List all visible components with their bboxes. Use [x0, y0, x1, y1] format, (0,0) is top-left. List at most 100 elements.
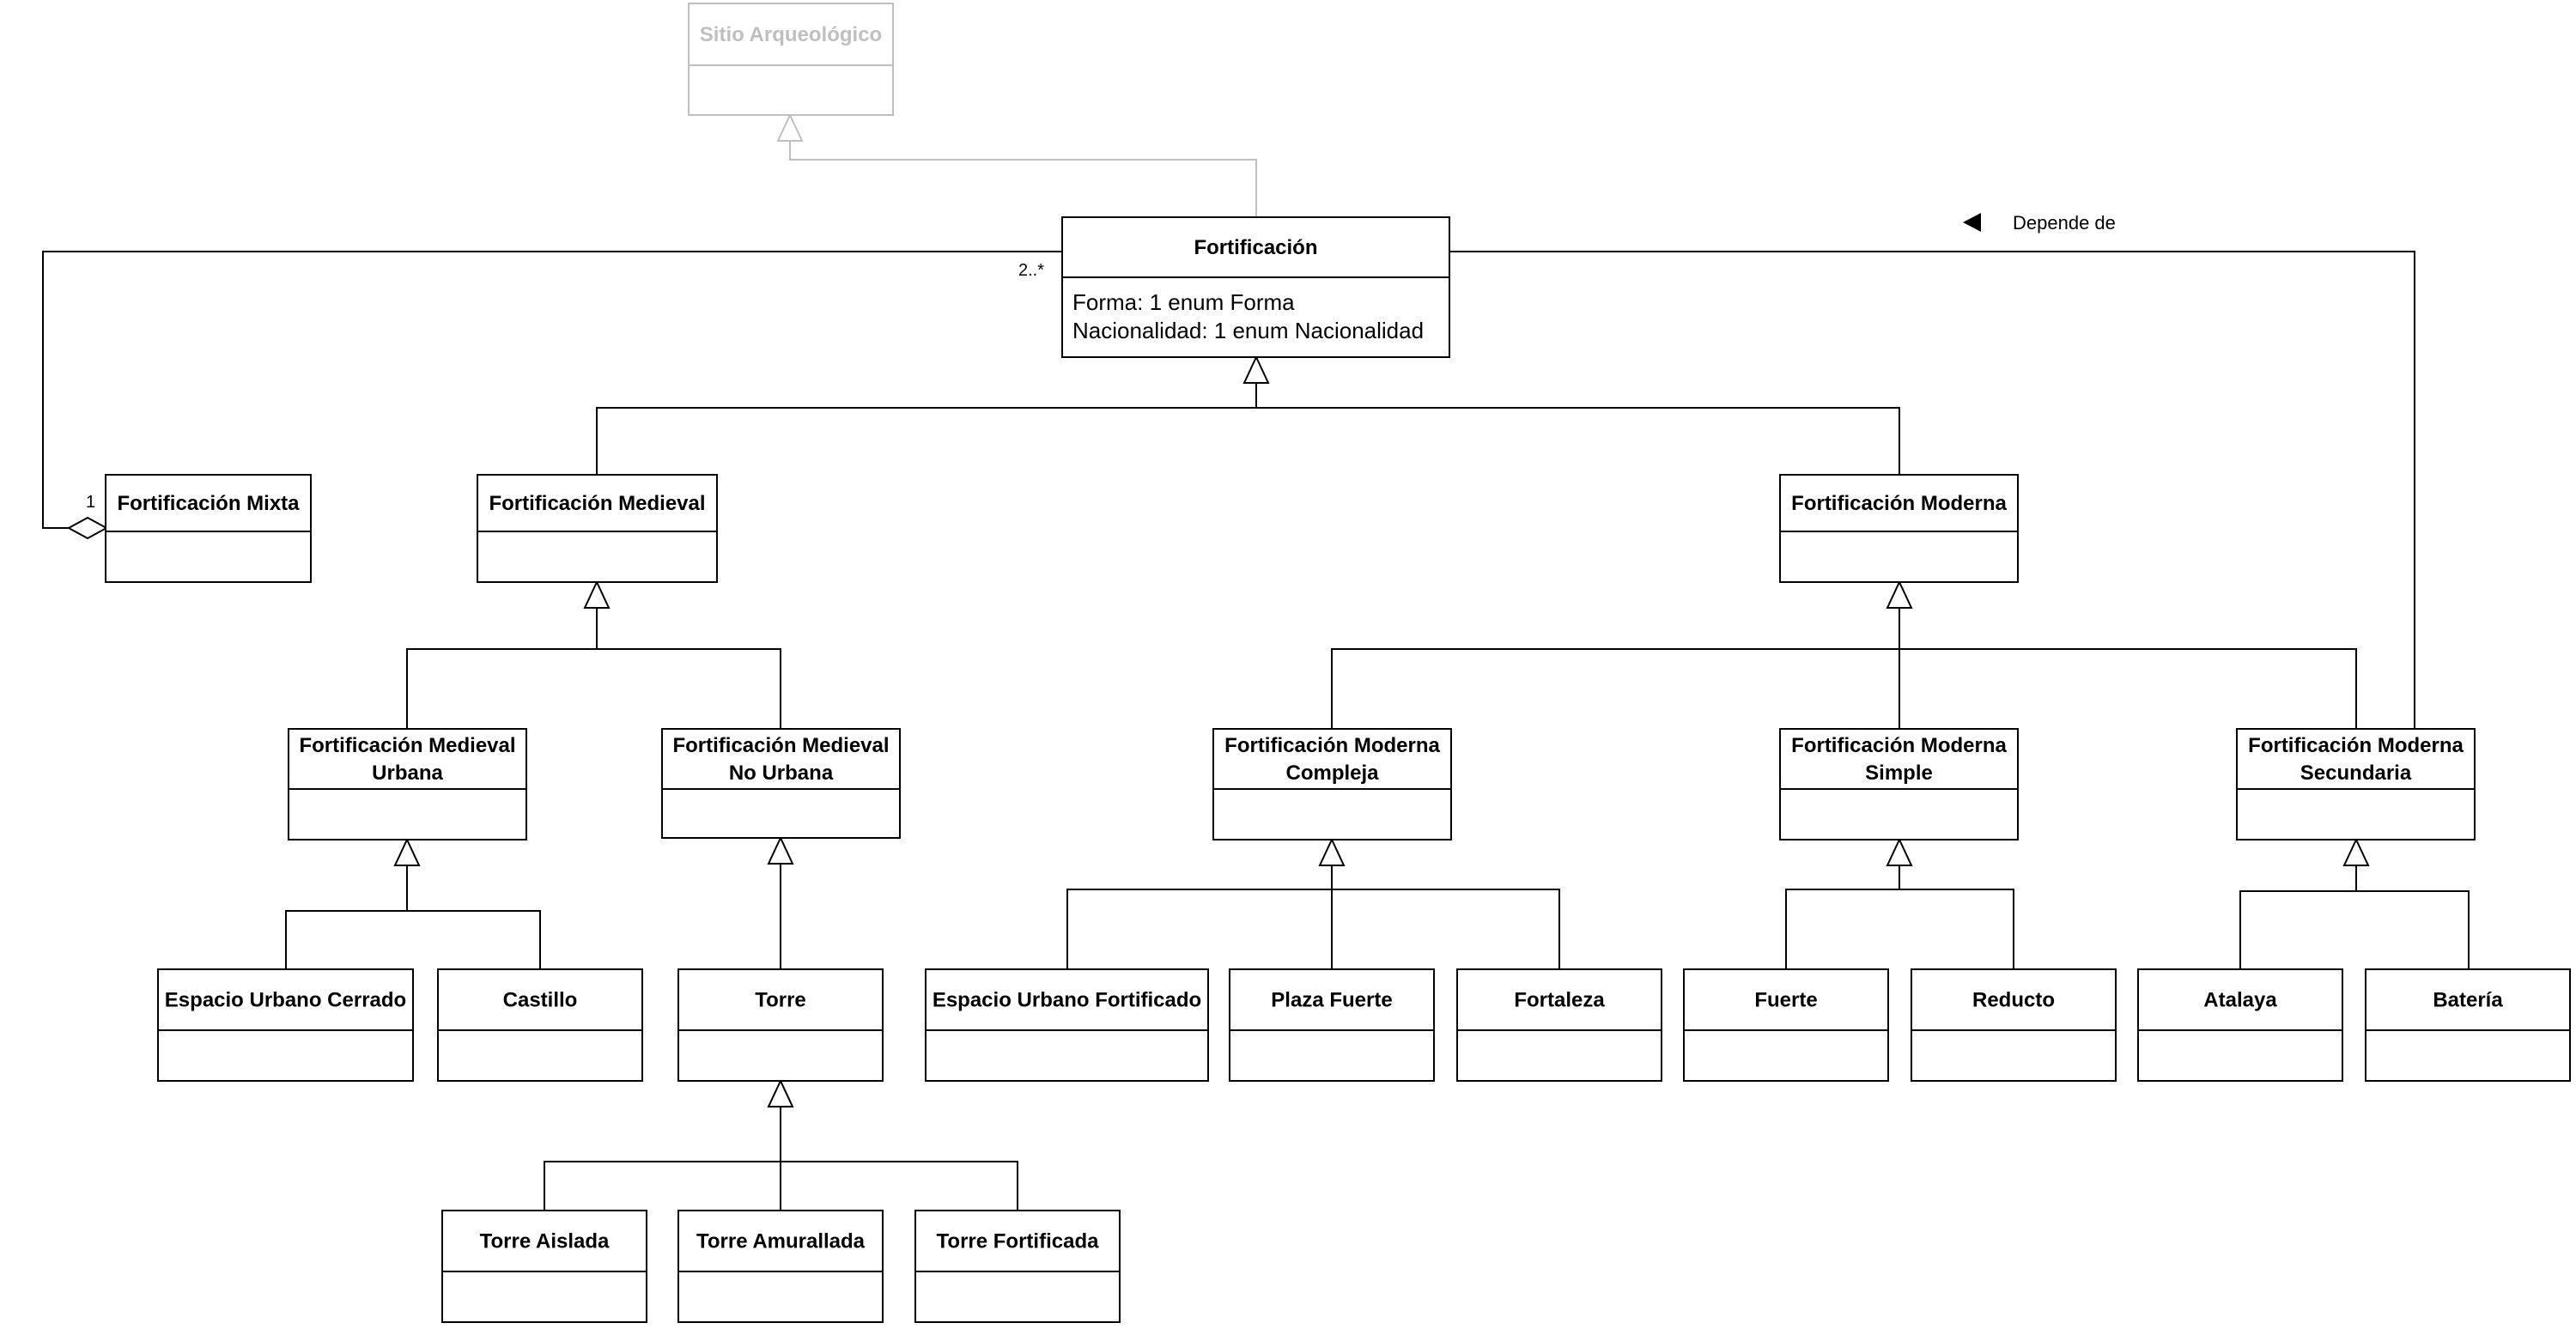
class-box	[661, 728, 901, 839]
class-name: Compleja	[1285, 762, 1379, 785]
class-name: Batería	[2433, 989, 2503, 1012]
class-name: Espacio Urbano Fortificado	[933, 989, 1201, 1012]
class-name: Torre Aislada	[480, 1230, 610, 1253]
aggregation-diamond	[66, 516, 109, 540]
class-name: Torre	[755, 989, 806, 1012]
class-box	[925, 968, 1209, 1082]
association-line	[1449, 251, 2415, 729]
class-box	[2365, 968, 2571, 1082]
class-fortificacion-medieval[interactable]: Fortificación Medieval	[477, 474, 718, 583]
generalization-secundaria	[2239, 865, 2470, 969]
generalization-torre	[544, 1107, 1018, 1211]
class-box	[441, 1210, 647, 1323]
class-atalaya[interactable]: Atalaya	[2137, 968, 2343, 1082]
generalization-arrowhead	[1886, 580, 1913, 609]
class-box	[1911, 968, 2117, 1082]
generalization-fortificacion	[596, 383, 1900, 475]
class-attribute: Forma: 1 enum Forma	[1072, 289, 1295, 315]
class-name: Fortificación Moderna	[1791, 734, 2007, 757]
class-box	[1779, 728, 2019, 840]
connectors	[42, 112, 2470, 1211]
class-box	[677, 1210, 884, 1323]
class-box	[677, 968, 884, 1082]
association-label: Depende de	[2013, 212, 2116, 234]
class-box	[288, 728, 527, 840]
class-box	[437, 968, 643, 1082]
class-medieval-no-urbana[interactable]: Fortificación Medieval No Urbana	[661, 728, 901, 839]
class-box	[688, 3, 894, 116]
generalization-arrowhead	[1886, 837, 1913, 866]
realization-arrowhead	[776, 112, 804, 142]
class-castillo[interactable]: Castillo	[437, 968, 643, 1082]
class-fuerte[interactable]: Fuerte	[1683, 968, 1889, 1082]
class-name: Reducto	[1972, 989, 2055, 1012]
class-name: Castillo	[503, 989, 578, 1012]
class-name: Fortificación Medieval	[489, 492, 705, 515]
generalization-simple	[1785, 865, 2014, 969]
class-box	[914, 1210, 1121, 1323]
class-name: Plaza Fuerte	[1271, 989, 1392, 1012]
class-torre[interactable]: Torre	[677, 968, 884, 1082]
class-box	[1456, 968, 1662, 1082]
generalization-moderna	[1331, 608, 2357, 729]
class-torre-amurallada[interactable]: Torre Amurallada	[677, 1210, 884, 1323]
class-name: Torre Fortificada	[937, 1230, 1100, 1253]
generalization-medieval	[406, 608, 781, 729]
class-name: Fortificación Moderna	[2248, 734, 2464, 757]
class-name: No Urbana	[729, 762, 834, 785]
class-name: Sitio Arqueológico	[700, 23, 882, 46]
class-name: Fortificación Mixta	[117, 492, 300, 515]
class-name: Fortaleza	[1514, 989, 1605, 1012]
class-fortaleza[interactable]: Fortaleza	[1456, 968, 1662, 1082]
class-name: Fortificación Moderna	[1791, 492, 2007, 515]
generalization-arrowhead	[1242, 355, 1270, 384]
class-name: Simple	[1865, 762, 1933, 785]
generalization-arrowhead	[2342, 837, 2370, 866]
generalization-urbana	[285, 865, 541, 969]
class-fortificacion-mixta[interactable]: Fortificación Mixta	[105, 474, 312, 583]
generalization-arrowhead	[1318, 837, 1346, 866]
class-fortificacion-moderna[interactable]: Fortificación Moderna	[1779, 474, 2019, 583]
generalization-arrowhead	[393, 837, 421, 866]
multiplicity-whole: 1	[86, 493, 95, 512]
multiplicity-part: 2..*	[1018, 261, 1044, 280]
class-name: Fortificación Moderna	[1224, 734, 1440, 757]
class-box	[157, 968, 414, 1082]
class-box	[1229, 968, 1435, 1082]
class-name: Secundaria	[2300, 762, 2412, 785]
class-bateria[interactable]: Batería	[2365, 968, 2571, 1082]
class-name: Fortificación Medieval	[672, 734, 889, 757]
class-name: Atalaya	[2203, 989, 2277, 1012]
class-name: Fuerte	[1754, 989, 1817, 1012]
class-plaza-fuerte[interactable]: Plaza Fuerte	[1229, 968, 1435, 1082]
class-espacio-urbano-fortificado[interactable]: Espacio Urbano Fortificado	[925, 968, 1209, 1082]
class-box	[105, 474, 312, 583]
class-name: Urbana	[372, 762, 443, 785]
generalization-arrowhead	[767, 835, 794, 865]
aggregation-line	[42, 251, 1062, 529]
class-box	[1061, 216, 1450, 358]
class-box	[2137, 968, 2343, 1082]
class-reducto[interactable]: Reducto	[1911, 968, 2117, 1082]
generalization-compleja	[1066, 865, 1560, 969]
class-box	[477, 474, 718, 583]
class-sitio-arqueologico[interactable]: Sitio Arqueológico	[688, 3, 894, 116]
class-box	[1212, 728, 1452, 840]
class-name: Espacio Urbano Cerrado	[165, 989, 406, 1012]
class-torre-fortificada[interactable]: Torre Fortificada	[914, 1210, 1121, 1323]
class-attribute: Nacionalidad: 1 enum Nacionalidad	[1072, 318, 1424, 343]
class-name: Fortificación	[1194, 236, 1317, 259]
class-box	[1779, 474, 2019, 583]
class-espacio-urbano-cerrado[interactable]: Espacio Urbano Cerrado	[157, 968, 414, 1082]
class-torre-aislada[interactable]: Torre Aislada	[441, 1210, 647, 1323]
association-direction-arrow-icon	[1963, 213, 1981, 232]
realization-line	[789, 141, 1257, 217]
generalization-arrowhead	[767, 1078, 794, 1108]
